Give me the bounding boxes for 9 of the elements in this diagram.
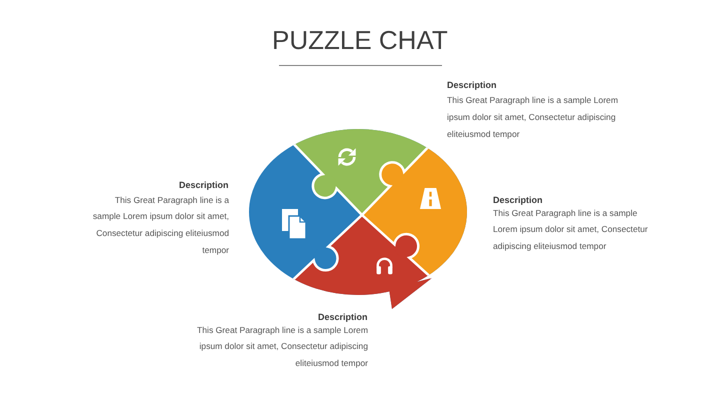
description-text: This Great Paragraph line is a sample Lorem ipsum dolor sit amet, Consectetur adipiscing eliteiusmod tempor bbox=[447, 94, 619, 141]
description-heading: Description bbox=[179, 180, 229, 191]
description-text: This Great Paragraph line is a sample Lorem ipsum dolor sit amet, Consectetur adipiscing eliteiusmod tempor bbox=[92, 194, 229, 257]
title: PUZZLE CHAT bbox=[272, 25, 448, 55]
description-heading: Description bbox=[318, 312, 368, 323]
description-heading: Description bbox=[447, 80, 497, 91]
description-text: This Great Paragraph line is a sample Lorem ipsum dolor sit amet, Consectetur adipiscing eliteiusmod tempor bbox=[493, 206, 649, 254]
description-text: This Great Paragraph line is a sample Lorem ipsum dolor sit amet, Consectetur adipiscing eliteiusmod tempor bbox=[196, 324, 368, 370]
description-heading: Description bbox=[493, 195, 543, 206]
